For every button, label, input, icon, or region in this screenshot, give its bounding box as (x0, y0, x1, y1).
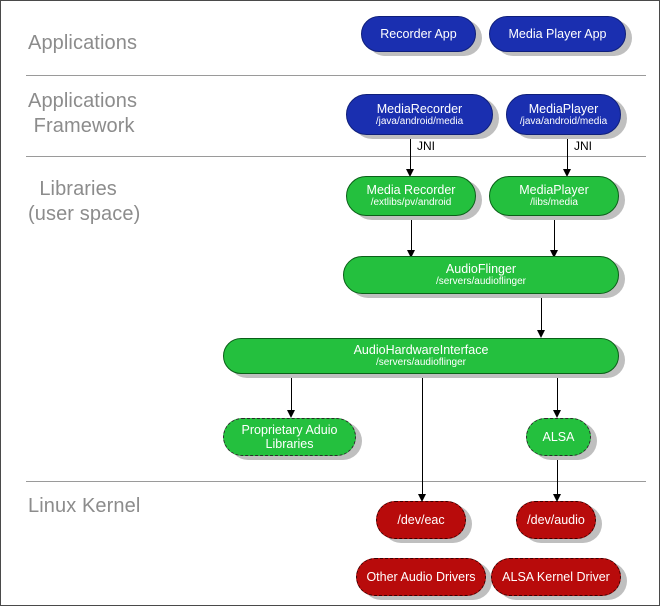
node-alsa-kernel-driver[interactable]: ALSA Kernel Driver (491, 558, 621, 596)
node-mediarecorder-framework[interactable]: MediaRecorder /java/android/media (346, 94, 493, 135)
connector-ahi-proprietary (291, 373, 293, 415)
edge-label-jni-right: JNI (574, 139, 592, 153)
node-media-recorder-lib-title: Media Recorder (366, 183, 456, 198)
connector-alsa-dev-audio (557, 455, 559, 498)
node-dev-eac[interactable]: /dev/eac (376, 501, 466, 539)
node-audiohardwareinterface-subtitle: /servers/audioflinger (375, 357, 467, 369)
node-recorder-app-title: Recorder App (380, 27, 457, 41)
layer-label-linux-kernel: Linux Kernel (28, 495, 141, 517)
arrowhead-ahi-alsa (553, 410, 561, 418)
node-dev-audio[interactable]: /dev/audio (516, 501, 596, 539)
arrowhead-alsa-dev-audio (553, 494, 561, 502)
layer-label-applications: Applications (28, 32, 138, 54)
node-audiohardwareinterface-title: AudioHardwareInterface (353, 343, 489, 358)
node-audioflinger-subtitle: /servers/audioflinger (435, 276, 527, 288)
edge-label-jni-left: JNI (417, 139, 435, 153)
node-dev-eac-title: /dev/eac (397, 513, 445, 527)
node-media-recorder-lib[interactable]: Media Recorder /extlibs/pv/android (346, 176, 476, 216)
node-mediaplayer-lib-title: MediaPlayer (519, 183, 589, 198)
node-audiohardwareinterface[interactable]: AudioHardwareInterface /servers/audiofli… (223, 338, 619, 374)
arrowhead-mediaplayerlib-audioflinger (550, 250, 558, 258)
connector-mediaplayerlib-audioflinger (554, 217, 556, 253)
node-mediaplayer-lib-subtitle: /libs/media (530, 197, 578, 209)
node-audioflinger-title: AudioFlinger (445, 262, 517, 277)
divider-applications-framework (26, 156, 646, 157)
node-media-player-app-title: Media Player App (508, 27, 607, 41)
node-proprietary-audio-libraries-subtitle: Libraries (265, 437, 314, 451)
node-audioflinger[interactable]: AudioFlinger /servers/audioflinger (343, 256, 619, 294)
node-mediarecorder-framework-title: MediaRecorder (376, 101, 463, 116)
node-alsa[interactable]: ALSA (526, 418, 591, 456)
arrowhead-ahi-dev-eac (418, 494, 426, 502)
node-mediaplayer-lib[interactable]: MediaPlayer /libs/media (489, 176, 619, 216)
arrowhead-mediarecorderlib-audioflinger (407, 250, 415, 258)
node-mediaplayer-framework[interactable]: MediaPlayer /java/android/media (506, 94, 621, 135)
node-recorder-app[interactable]: Recorder App (361, 16, 476, 52)
node-media-recorder-lib-subtitle: /extlibs/pv/android (370, 197, 452, 209)
connector-mediarecorderlib-audioflinger (411, 217, 413, 253)
node-proprietary-audio-libraries-title: Proprietary Aduio (241, 423, 338, 437)
arrowhead-ahi-proprietary (287, 410, 295, 418)
node-alsa-kernel-driver-title: ALSA Kernel Driver (502, 570, 610, 584)
node-mediarecorder-framework-subtitle: /java/android/media (375, 115, 464, 127)
node-proprietary-audio-libraries[interactable]: Proprietary Aduio Libraries (223, 418, 356, 456)
node-mediaplayer-framework-subtitle: /java/android/media (519, 115, 608, 127)
connector-mediaplayer-jni (567, 137, 569, 171)
node-dev-audio-title: /dev/audio (527, 513, 585, 527)
arrowhead-mediarecorder-jni (406, 169, 414, 177)
layer-label-applications-framework: Applications Framework (28, 90, 138, 137)
arrowhead-audioflinger-audiohardwareinterface (537, 330, 545, 338)
node-other-audio-drivers-title: Other Audio Drivers (366, 570, 476, 584)
node-other-audio-drivers[interactable]: Other Audio Drivers (356, 558, 486, 596)
arrowhead-mediaplayer-jni (563, 169, 571, 177)
connector-audioflinger-audiohardwareinterface (541, 295, 543, 333)
divider-applications (26, 75, 646, 76)
node-alsa-title: ALSA (542, 430, 575, 444)
connector-ahi-dev-eac (422, 373, 424, 498)
node-mediaplayer-framework-title: MediaPlayer (528, 101, 599, 116)
connector-mediarecorder-jni (410, 137, 412, 171)
connector-ahi-alsa (557, 373, 559, 415)
divider-linux-kernel (26, 481, 646, 482)
node-media-player-app[interactable]: Media Player App (489, 16, 626, 52)
layer-label-libraries: Libraries (user space) (28, 178, 141, 225)
